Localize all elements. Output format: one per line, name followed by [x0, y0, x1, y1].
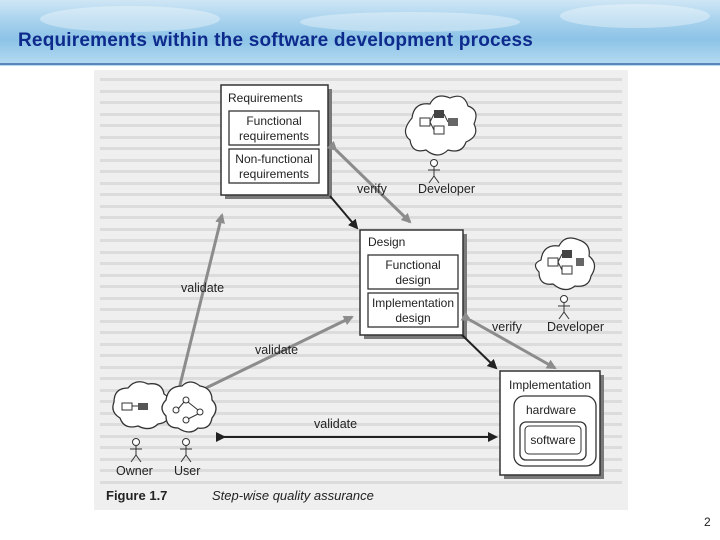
- verify-arrow-req-design: [326, 140, 412, 224]
- non-functional-requirements-line1: Non-functional: [235, 152, 312, 166]
- flow-arrow-req-to-design: [329, 195, 359, 230]
- banner-wave: [40, 6, 220, 32]
- title-banner: [0, 0, 720, 66]
- developer-bottom-figure: Developer: [534, 237, 604, 334]
- verify-label-bottom: verify: [492, 320, 523, 334]
- slide-title: Requirements within the software develop…: [18, 30, 534, 51]
- functional-design-line2: design: [395, 273, 430, 287]
- developer-top-figure: Developer: [404, 95, 477, 196]
- owner-user-figures: Owner User: [112, 381, 217, 478]
- functional-requirements-line1: Functional: [246, 114, 301, 128]
- functional-requirements-line2: requirements: [239, 129, 309, 143]
- thought-cloud-icon: [161, 381, 217, 433]
- flow-arrow-design-to-impl: [461, 334, 498, 370]
- implementation-box: Implementation hardware software: [499, 370, 604, 479]
- thought-cloud-icon: [534, 237, 596, 291]
- banner-wave: [300, 12, 520, 32]
- functional-design-line1: Functional: [385, 258, 440, 272]
- page-number: 2: [704, 515, 711, 529]
- requirements-label: Requirements: [228, 91, 303, 105]
- non-functional-requirements-line2: requirements: [239, 167, 309, 181]
- title-rule: [0, 63, 720, 65]
- person-icon: [430, 159, 438, 167]
- software-label: software: [530, 433, 576, 447]
- person-icon: [182, 438, 190, 446]
- validate-label-bottom: validate: [314, 417, 357, 431]
- verify-label-top: verify: [357, 182, 388, 196]
- banner-wave: [560, 4, 710, 28]
- implementation-design-line2: design: [395, 311, 430, 325]
- validate-label-left: validate: [181, 281, 224, 295]
- figure-number: Figure 1.7: [106, 488, 168, 503]
- verify-arrow-design-impl: [460, 311, 557, 370]
- figure-caption: Step-wise quality assurance: [212, 488, 374, 503]
- user-label: User: [174, 464, 200, 478]
- implementation-design-line1: Implementation: [372, 296, 454, 310]
- requirements-box: Requirements Functional requirements Non…: [220, 84, 332, 199]
- developer-label-bottom: Developer: [547, 320, 604, 334]
- person-icon: [132, 438, 140, 446]
- design-label: Design: [368, 235, 405, 249]
- developer-label-top: Developer: [418, 182, 475, 196]
- design-box: Design Functional design Implementation …: [359, 229, 467, 339]
- validate-arrow-user-req: [173, 213, 225, 394]
- owner-label: Owner: [116, 464, 153, 478]
- implementation-label: Implementation: [509, 378, 591, 392]
- hardware-label: hardware: [526, 403, 576, 417]
- validate-label-middle: validate: [255, 343, 298, 357]
- person-icon: [560, 295, 568, 303]
- validate-arrow-user-design: [196, 315, 354, 396]
